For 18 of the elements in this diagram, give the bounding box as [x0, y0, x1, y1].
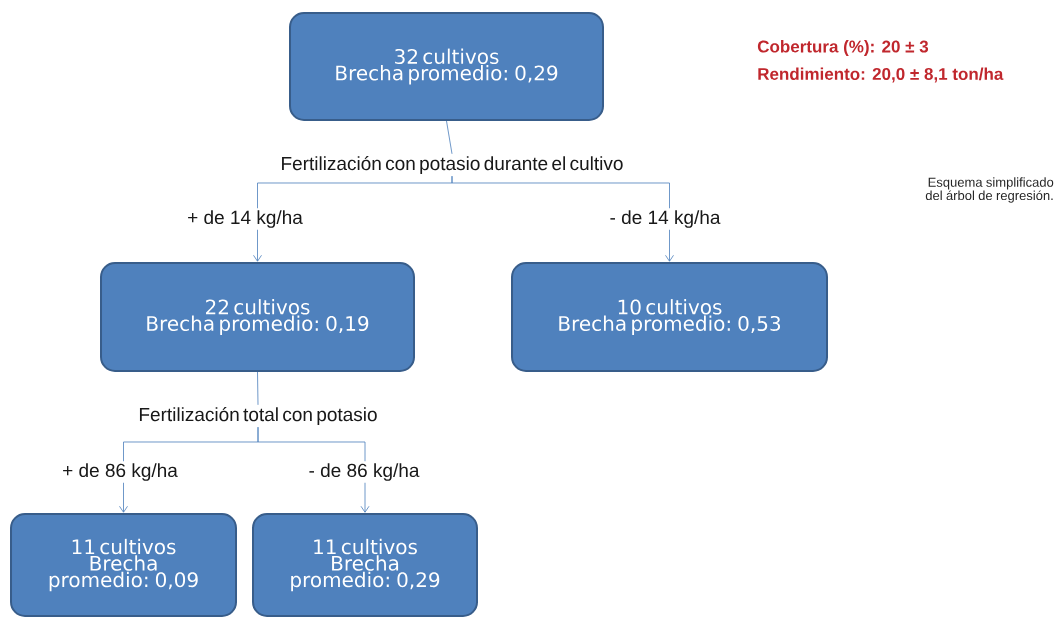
result-box: 11 cultivos Brecha promedio: 0,09	[10, 513, 237, 617]
stat-text: Rendimiento: 20,0 ± 8,1 ton/ha	[758, 67, 1004, 83]
result-box: 11 cultivos Brecha promedio: 0,29	[252, 513, 478, 617]
result-box: 32 cultivos Brecha promedio: 0,29	[289, 12, 604, 121]
split-label: Fertilización con potasio durante el cultivo	[282, 156, 623, 174]
connector	[257, 426, 370, 513]
connector	[446, 120, 453, 155]
stat-text: Cobertura (%): 20 ± 3	[757, 40, 929, 56]
result-box: 10 cultivos Brecha promedio: 0,53	[511, 262, 828, 372]
result-box: 22 cultivos Brecha promedio: 0,19	[100, 262, 415, 372]
edge-label: - de 14 kg/ha	[607, 208, 723, 230]
edge-label: - de 86 kg/ha	[306, 461, 422, 483]
note-text: Esquema simplificado del árbol de regresión.	[925, 177, 1054, 203]
edge-label: + de 86 kg/ha	[60, 461, 180, 483]
edge-label: + de 14 kg/ha	[185, 208, 305, 230]
connector	[451, 175, 674, 262]
split-label: Fertilización total con potasio	[139, 407, 377, 425]
connector	[257, 371, 259, 406]
